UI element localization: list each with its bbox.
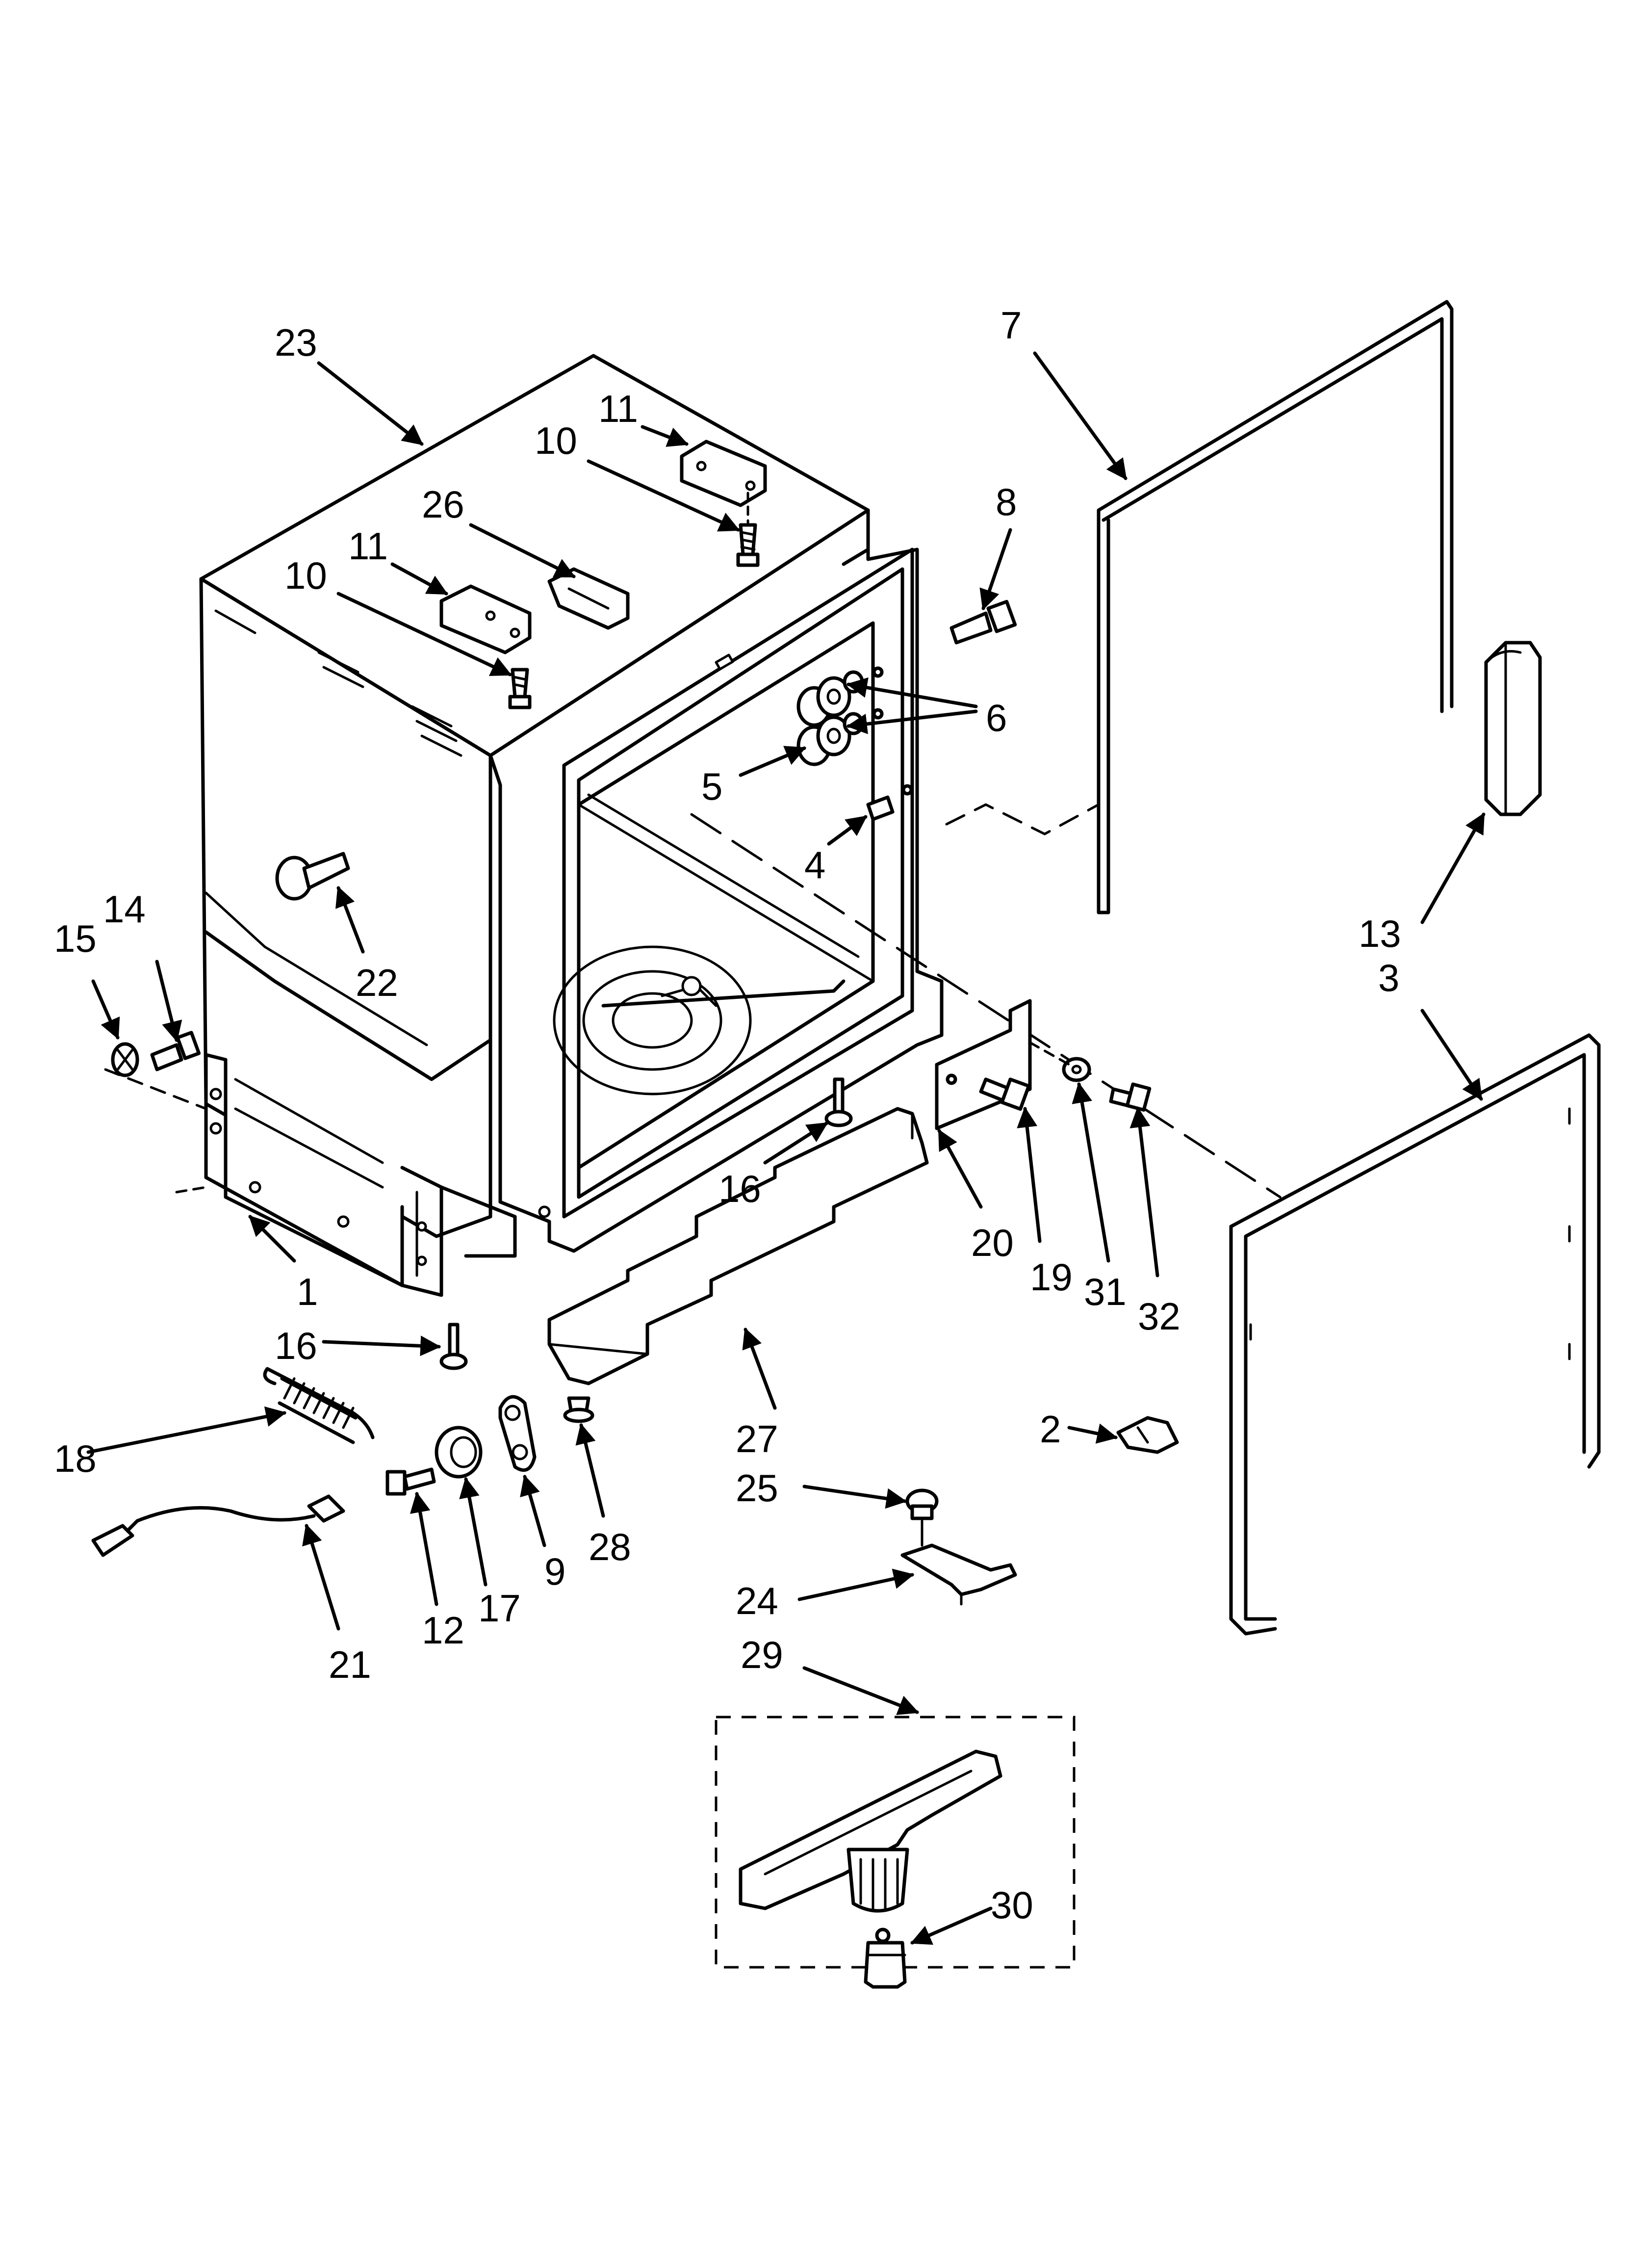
callout-15: 15 — [54, 917, 97, 960]
pulley-17 — [435, 1426, 483, 1479]
link-9 — [498, 1395, 537, 1472]
callout-1: 1 — [297, 1270, 318, 1313]
hinge-2 — [1116, 1416, 1179, 1454]
bumper-22 — [275, 852, 350, 901]
callout-14: 14 — [103, 887, 146, 931]
rollers-5 — [796, 676, 851, 766]
callout-28: 28 — [589, 1525, 631, 1568]
screw-12 — [385, 1467, 436, 1496]
callout-16-lower: 16 — [275, 1324, 317, 1367]
callout-17: 17 — [478, 1587, 521, 1630]
callout-25: 25 — [736, 1466, 778, 1510]
screw-32 — [1109, 1082, 1152, 1112]
callout-5: 5 — [701, 765, 722, 808]
leveling-leg-16a — [824, 1077, 853, 1127]
callout-13: 13 — [1359, 912, 1401, 955]
nut-15 — [111, 1042, 139, 1077]
screw-lower — [508, 668, 532, 709]
callout-9: 9 — [544, 1550, 565, 1593]
panel-27 — [547, 1107, 929, 1385]
callout-3: 3 — [1378, 956, 1399, 999]
callout-23: 23 — [275, 321, 317, 364]
callout-31: 31 — [1084, 1270, 1127, 1313]
callout-22: 22 — [356, 961, 398, 1004]
gasket-7 — [1097, 300, 1454, 914]
tub-gasket-3 — [1229, 1033, 1601, 1636]
kit-29-box — [715, 1716, 1076, 1969]
insulation-13 — [1484, 641, 1542, 816]
callout-4: 4 — [804, 843, 825, 886]
washer-31 — [1062, 1057, 1091, 1082]
screw-14 — [150, 1031, 201, 1071]
callout-21: 21 — [329, 1643, 371, 1686]
callout-2: 2 — [1040, 1408, 1061, 1451]
callout-16-upper: 16 — [718, 1167, 761, 1210]
clip-4 — [866, 784, 913, 821]
bracket-24 — [900, 1543, 1017, 1606]
callout-10-upper: 10 — [535, 419, 577, 462]
callout-19: 19 — [1030, 1255, 1073, 1299]
callout-20: 20 — [971, 1221, 1014, 1264]
screw-19 — [979, 1077, 1031, 1111]
cable-21 — [91, 1494, 345, 1557]
plug-28 — [563, 1396, 594, 1423]
switch-25 — [905, 1488, 939, 1520]
spray-arm-29 — [739, 1749, 1002, 1913]
callout-8: 8 — [996, 480, 1017, 523]
leveling-leg-16b — [439, 1323, 468, 1370]
mounting-bracket-upper — [680, 440, 767, 507]
callout-18: 18 — [54, 1437, 97, 1480]
spring-18 — [263, 1367, 375, 1444]
screw-upper — [736, 523, 760, 567]
nozzle-30 — [864, 1928, 907, 1989]
callout-27: 27 — [736, 1417, 778, 1460]
callout-32: 32 — [1138, 1295, 1180, 1338]
callout-11-upper: 11 — [598, 387, 638, 430]
callout-12: 12 — [422, 1609, 464, 1652]
callout-11-lower: 11 — [348, 524, 388, 568]
callout-7: 7 — [1001, 304, 1022, 347]
callout-30: 30 — [991, 1883, 1033, 1927]
leader-lines — [86, 351, 1486, 1945]
callout-29: 29 — [741, 1633, 783, 1676]
callout-10-lower: 10 — [284, 554, 327, 597]
callout-26: 26 — [422, 483, 464, 526]
mounting-bracket-lower — [439, 584, 532, 654]
callout-24: 24 — [736, 1579, 778, 1622]
callout-6: 6 — [986, 696, 1007, 739]
